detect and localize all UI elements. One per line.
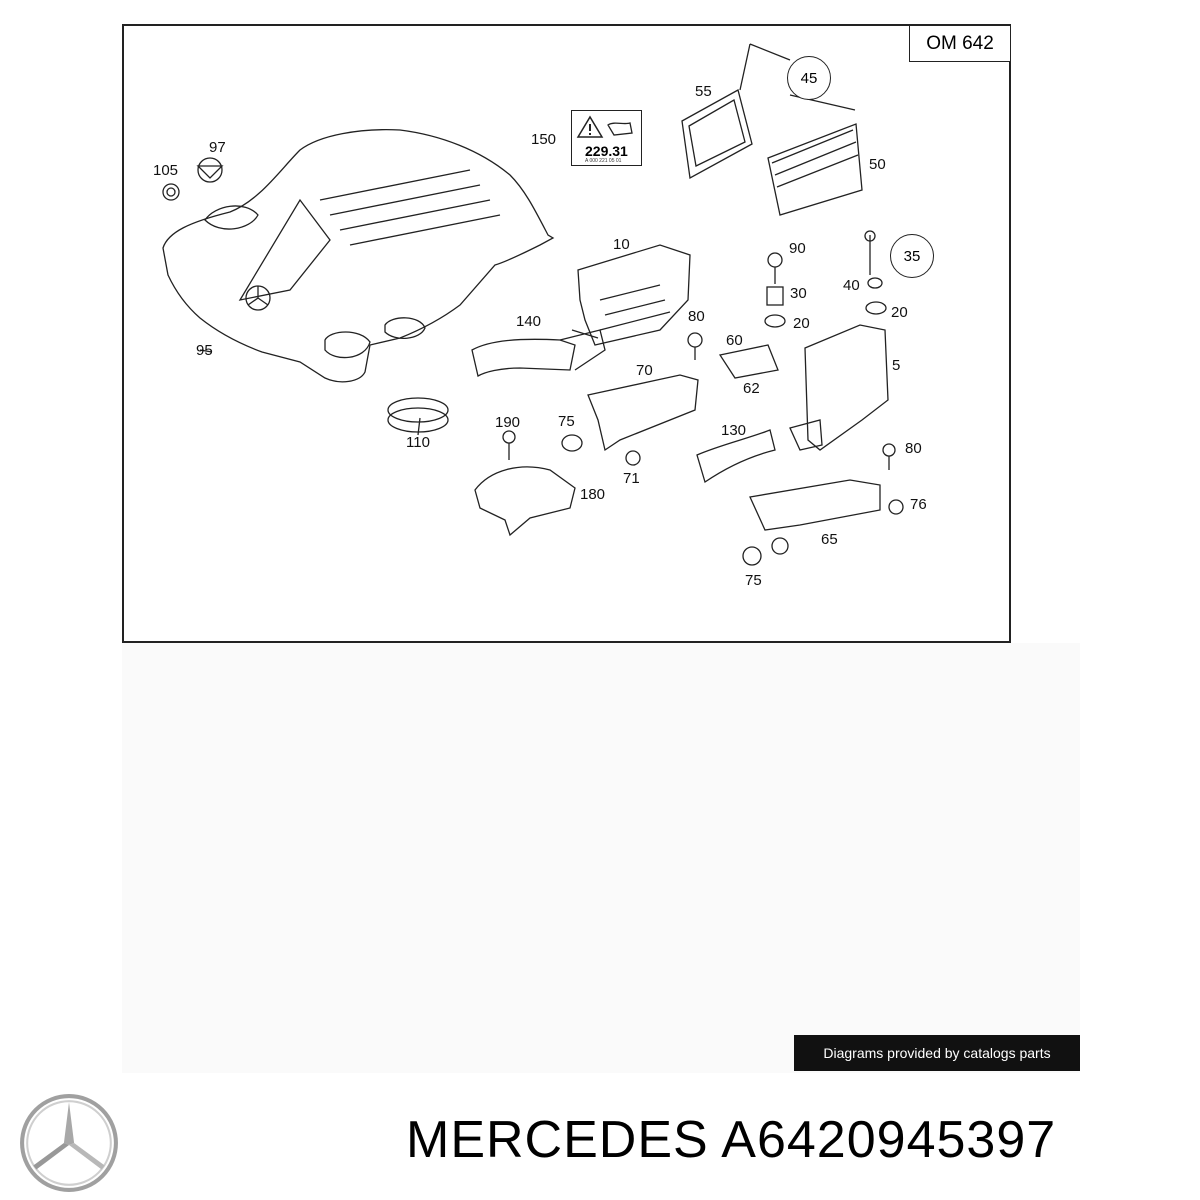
callout-5: 5 (892, 357, 901, 374)
callout-71: 71 (623, 470, 640, 487)
callout-130: 130 (721, 422, 747, 439)
callout-110: 110 (406, 434, 430, 451)
callout-190: 190 (495, 414, 521, 431)
callout-20b: 20 (891, 304, 908, 321)
callout-76: 76 (910, 496, 927, 513)
callout-circle-35: 35 (890, 234, 934, 278)
callout-75a: 75 (558, 413, 575, 430)
callout-105: 105 (153, 162, 179, 179)
callout-circle-45: 45 (787, 56, 831, 100)
part-title: MERCEDES A6420945397 (406, 1111, 1057, 1169)
callout-97: 97 (209, 139, 226, 156)
callout-20a: 20 (793, 315, 810, 332)
callout-62: 62 (743, 380, 760, 397)
engine-code-label: OM 642 (909, 26, 1010, 62)
callout-95: 95 (196, 342, 213, 359)
callout-10: 10 (613, 236, 630, 253)
mercedes-star-logo (20, 1094, 118, 1192)
callout-80a: 80 (688, 308, 705, 325)
callout-60: 60 (726, 332, 743, 349)
label-small-text: A 000 221 05 01 (585, 158, 622, 164)
callout-180: 180 (580, 486, 606, 503)
callout-65: 65 (821, 531, 838, 548)
callout-55: 55 (695, 83, 712, 100)
credit-banner: Diagrams provided by catalogs parts (794, 1035, 1080, 1071)
callout-70: 70 (636, 362, 653, 379)
callout-50: 50 (869, 156, 886, 173)
callout-150: 150 (531, 131, 557, 148)
callout-140: 140 (516, 313, 542, 330)
diagram-background (122, 643, 1080, 1073)
diagram-frame (122, 24, 1011, 643)
label-code-text: 229.31 (585, 143, 628, 159)
callout-30: 30 (790, 285, 807, 302)
callout-75b: 75 (745, 572, 762, 589)
warning-label-badge (571, 110, 642, 166)
callout-80b: 80 (905, 440, 922, 457)
warning-icon (576, 115, 633, 138)
callout-90: 90 (789, 240, 806, 257)
callout-40: 40 (843, 277, 860, 294)
